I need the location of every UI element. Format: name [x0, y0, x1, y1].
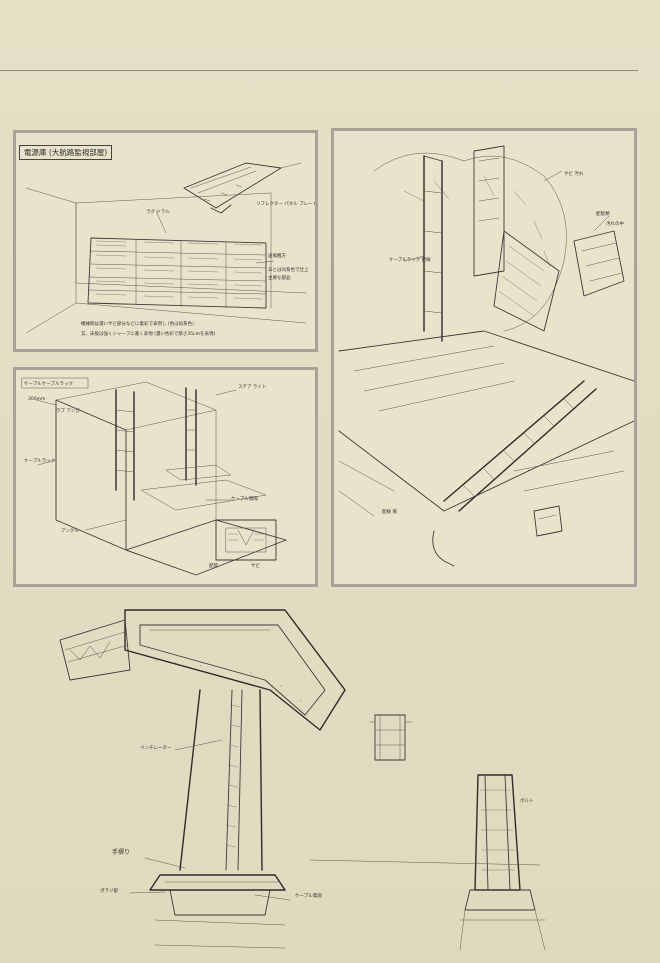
label-rail: ベンチレーター [140, 746, 172, 751]
label-a: 300mm [28, 397, 46, 402]
label-d: ケーブルラック 配線 [389, 258, 431, 263]
label-e: ステア ライト [238, 385, 267, 390]
panel-note-line-1: 機械側は濃いサビ部分などに着彩で表現し (色は同系色) [81, 322, 194, 327]
label-base: ケーブル電源 [295, 894, 322, 899]
pillar-structure-sketch [59, 609, 546, 951]
label-plate: リフレクター パネル プレート [256, 202, 318, 207]
sketch-panel-machinery: サビ 汚れ 配管類 汚れの中 ケーブルラック 配線 配線 場 [331, 128, 637, 587]
cable-rack-drawing [21, 377, 287, 576]
label-right: ボルト [520, 799, 534, 804]
panel-header: ケーブルケーブルラック [24, 382, 73, 387]
top-rule [0, 70, 638, 71]
sketch-panel-power-room: ラグ ドラル リフレクター パネル プレート 送風機方 あとは同系色で仕上 主要… [13, 130, 318, 352]
power-room-drawing [25, 162, 307, 334]
panel-note-line-2: 又、床板は強くシャープに書く表現 (濃い色彩で厚さ35cmを表現) [81, 332, 216, 337]
label-left-2: ポラリ部 [100, 889, 118, 894]
label-right-2: あとは同系色で仕上 [268, 268, 309, 273]
label-g: サビ [251, 564, 260, 569]
label-left-1: 手摺り [112, 849, 131, 856]
label-b: 配管類 [596, 212, 610, 217]
sketch-panel-cable-rack: ケーブルケーブルラック 300mm ラブ アンガ ケーブルラック アングル ステ… [13, 367, 318, 587]
label-e: 配線 場 [382, 510, 397, 515]
label-h: 配管 [209, 564, 218, 569]
label-right-1: 送風機方 [268, 254, 286, 259]
label-c: 汚れの中 [606, 222, 624, 227]
bottom-structure-drawing: ベンチレーター 手摺り ポラリ部 ケーブル電源 ボルト [0, 590, 660, 963]
label-right-3: 主要な部品 [268, 276, 291, 281]
label-top: ラグ ドラル [146, 210, 170, 215]
label-f: ケーブル間隔 [231, 497, 258, 502]
label-b: ラブ アンガ [56, 409, 80, 414]
machinery-drawing [338, 145, 634, 567]
label-a: サビ 汚れ [564, 172, 584, 177]
panel-title: 電源庫 (大航路監視部屋) [19, 145, 113, 160]
label-c: ケーブルラック [24, 459, 56, 464]
label-d: アングル [61, 529, 79, 534]
